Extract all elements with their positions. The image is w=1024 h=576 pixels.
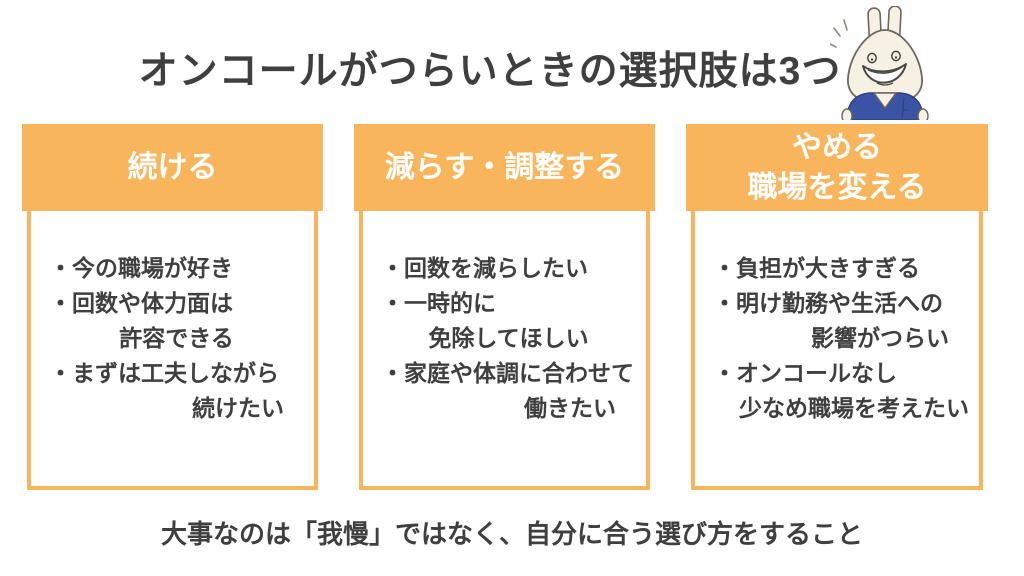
list-item: ・一時的に — [381, 290, 496, 316]
list-item: ・今の職場が好き — [49, 255, 233, 281]
card-continue-header: 続ける — [22, 124, 323, 211]
list-item: ・回数を減らしたい — [381, 255, 588, 281]
list-item: 許容できる — [119, 325, 234, 351]
card-header-line: 減らす・調整する — [384, 150, 625, 184]
list-item: 少なめ職場を考えたい — [739, 395, 969, 421]
rabbit-nurse-mascot-icon — [830, 6, 929, 120]
card-quit-change-header: やめる 職場を変える — [686, 124, 988, 211]
page-title: オンコールがつらいときの選択肢は3つ — [138, 50, 842, 93]
list-item: 働きたい — [524, 395, 616, 421]
list-item: ・明け勤務や生活への — [713, 290, 943, 316]
card-reduce-adjust: 減らす・調整する ・回数を減らしたい ・一時的に 免除してほしい ・家庭や体調に… — [354, 124, 655, 490]
list-item: ・まずは工夫しながら — [49, 360, 279, 386]
footer-message: 大事なのは「我慢」ではなく、自分に合う選び方をすること — [160, 519, 863, 549]
card-header-line: 職場を変える — [747, 170, 927, 204]
options-row: 続ける ・今の職場が好き ・回数や体力面は 許容できる ・まずは工夫しながら 続… — [22, 124, 988, 490]
card-quit-change-body: ・負担が大きすぎる ・明け勤務や生活への 影響がつらい ・オンコールなし 少なめ… — [691, 211, 983, 490]
card-header-line: やめる — [792, 130, 882, 164]
card-continue-body: ・今の職場が好き ・回数や体力面は 許容できる ・まずは工夫しながら 続けたい — [27, 211, 318, 490]
card-reduce-adjust-header: 減らす・調整する — [354, 124, 655, 211]
card-header-line: 続ける — [127, 150, 218, 184]
list-item: ・回数や体力面は — [49, 290, 233, 316]
list-item: 続けたい — [192, 395, 284, 421]
list-item: ・負担が大きすぎる — [713, 255, 920, 281]
card-reduce-adjust-body: ・回数を減らしたい ・一時的に 免除してほしい ・家庭や体調に合わせて 働きたい — [359, 211, 650, 490]
list-item: 影響がつらい — [811, 325, 949, 351]
list-item: 免除してほしい — [428, 325, 589, 351]
list-item: ・家庭や体調に合わせて — [381, 360, 634, 386]
card-quit-change: やめる 職場を変える ・負担が大きすぎる ・明け勤務や生活への 影響がつらい ・… — [686, 124, 988, 490]
sparkle-icon — [830, 19, 848, 48]
card-continue: 続ける ・今の職場が好き ・回数や体力面は 許容できる ・まずは工夫しながら 続… — [22, 124, 323, 490]
list-item: ・オンコールなし — [713, 360, 897, 386]
